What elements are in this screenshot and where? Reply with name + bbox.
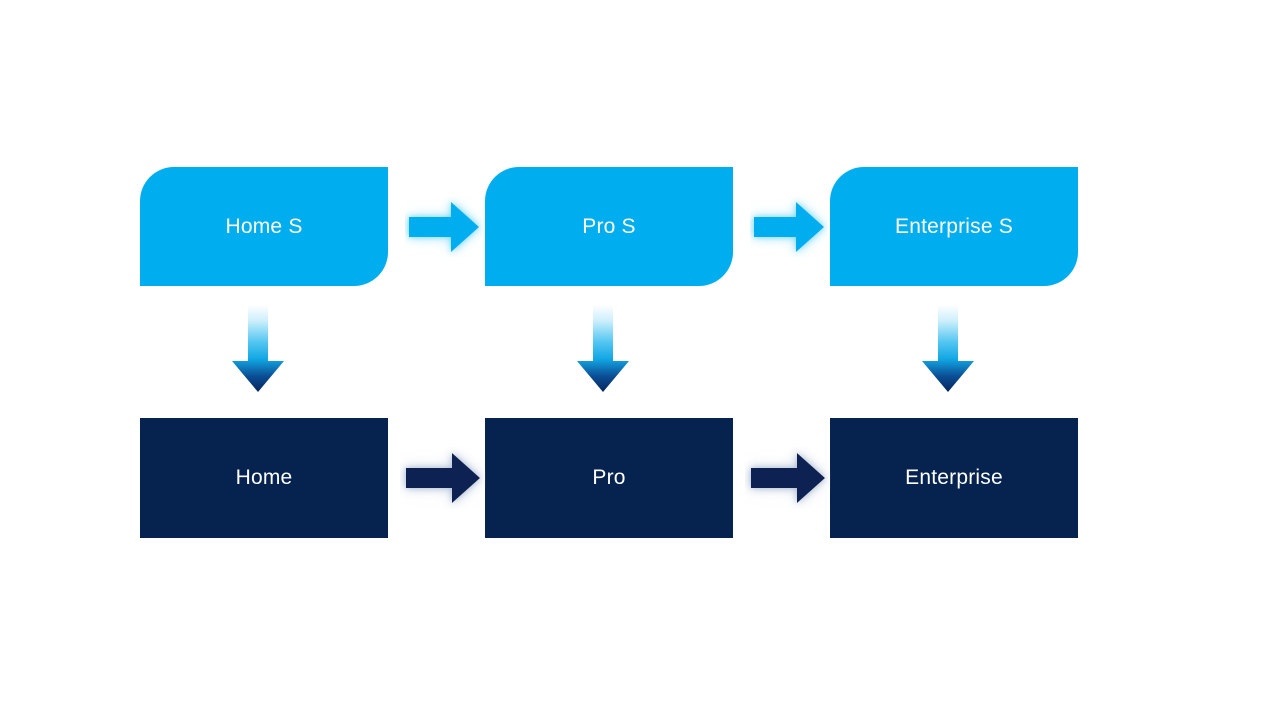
node-home-label: Home bbox=[235, 466, 293, 490]
node-enterprise-s[interactable]: Enterprise S bbox=[830, 167, 1078, 286]
node-pro[interactable]: Pro bbox=[485, 418, 733, 538]
arrow-down-icon-pro-s-to-pro bbox=[573, 303, 633, 395]
node-enterprise[interactable]: Enterprise bbox=[830, 418, 1078, 538]
arrow-down-icon-home-s-to-home bbox=[228, 303, 288, 395]
arrow-right-icon-home-s-to-pro-s bbox=[405, 196, 483, 258]
node-enterprise-label: Enterprise bbox=[905, 466, 1003, 490]
node-home-s[interactable]: Home S bbox=[140, 167, 388, 286]
arrow-down-icon-enterprise-s-to-enterprise bbox=[918, 303, 978, 395]
node-enterprise-s-label: Enterprise S bbox=[895, 214, 1013, 238]
node-pro-label: Pro bbox=[592, 466, 626, 490]
arrow-right-icon-pro-s-to-enterprise-s bbox=[750, 196, 828, 258]
arrow-right-icon-pro-to-enterprise bbox=[745, 447, 831, 509]
node-pro-s-label: Pro S bbox=[582, 214, 636, 238]
node-pro-s[interactable]: Pro S bbox=[485, 167, 733, 286]
arrow-right-icon-home-to-pro bbox=[400, 447, 486, 509]
node-home[interactable]: Home bbox=[140, 418, 388, 538]
node-home-s-label: Home S bbox=[225, 214, 303, 238]
